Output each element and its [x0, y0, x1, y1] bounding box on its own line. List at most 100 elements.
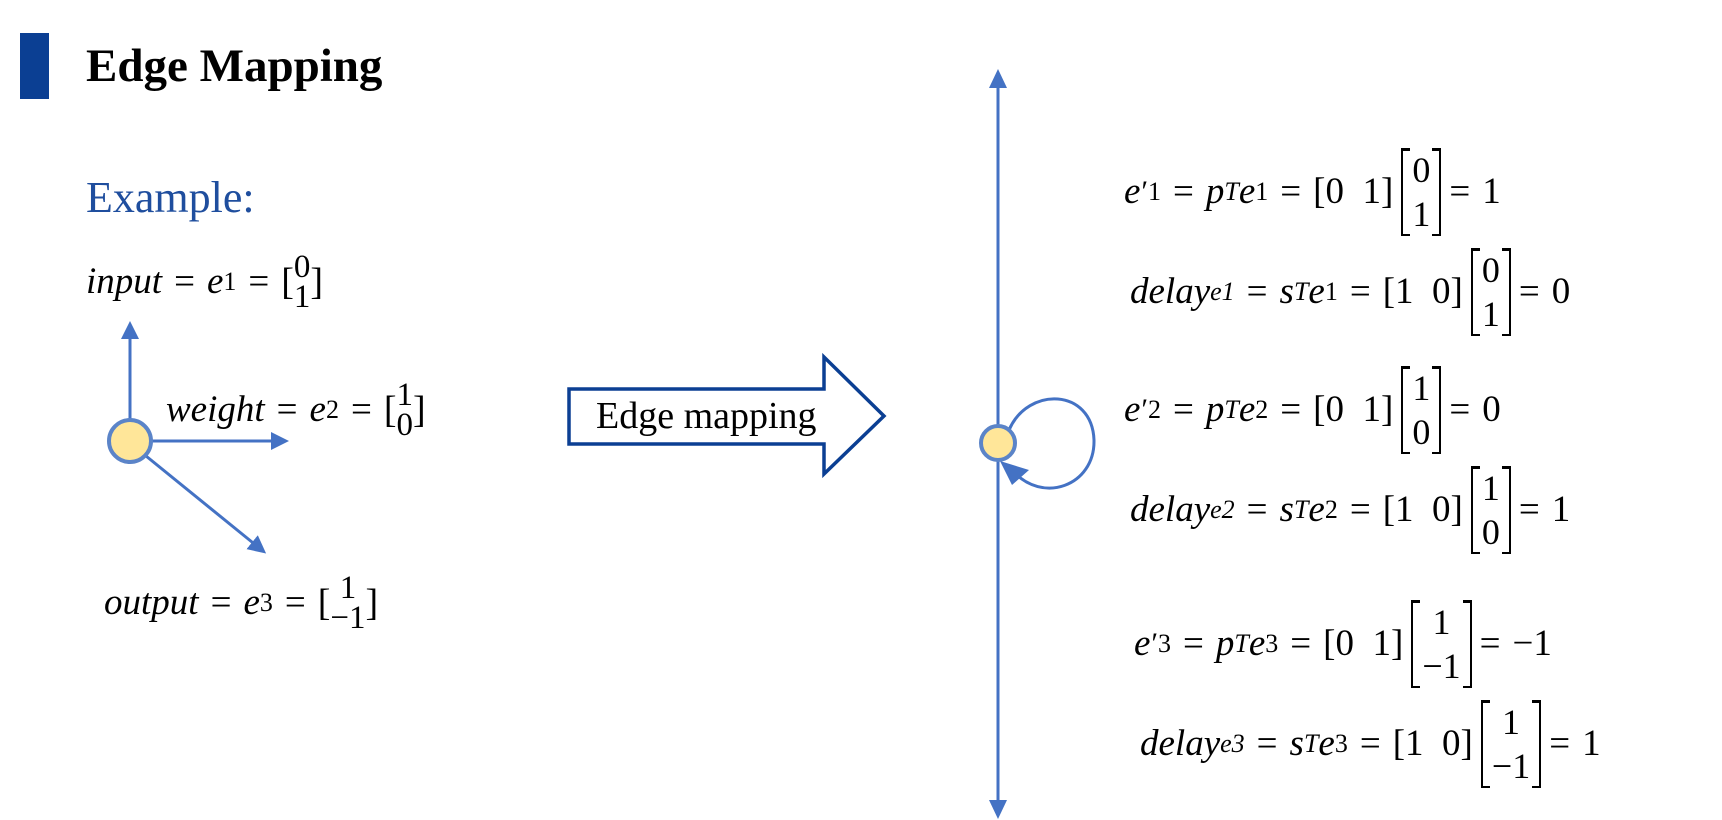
transpose-mark: T	[1293, 277, 1309, 306]
lhs-symbol: delay	[1130, 271, 1211, 312]
prime-mark: ′	[1151, 627, 1158, 660]
weight-name: weight	[166, 389, 265, 430]
row-vector: [1 0]	[1392, 723, 1473, 764]
edge-var: e	[1318, 723, 1335, 764]
result-value: 1	[1551, 489, 1571, 530]
equals-sign: =	[1549, 723, 1571, 764]
vector-entry: 0	[1412, 150, 1431, 190]
edge-subscript: 3	[1334, 729, 1348, 758]
edge-var: e	[206, 261, 224, 302]
lhs-subscript: 1	[1148, 177, 1161, 206]
equals-sign: =	[1449, 389, 1471, 430]
edge-subscript: 1	[1324, 277, 1338, 306]
result-value: 1	[1482, 171, 1501, 212]
equals-sign: =	[248, 261, 270, 302]
vector-entry: 0	[396, 407, 414, 443]
edge-subscript: 3	[1265, 629, 1279, 658]
output-vector: [ 1−1 ]	[317, 570, 379, 636]
lhs-subscript: e3	[1220, 729, 1245, 758]
transpose-mark: T	[1224, 177, 1239, 206]
vector-label: s	[1279, 489, 1294, 530]
mapped-node	[979, 424, 1017, 462]
result-value: 0	[1551, 271, 1571, 312]
edge-sub: 2	[325, 395, 339, 424]
edge-var: e	[1308, 489, 1325, 530]
vector-entry: 1	[1412, 194, 1431, 234]
equals-sign: =	[1173, 389, 1194, 430]
input-name: input	[86, 261, 163, 302]
vector-label: p	[1205, 171, 1225, 212]
column-vector: 1−1	[1411, 600, 1472, 688]
equals-sign: =	[1449, 171, 1471, 212]
equals-sign: =	[284, 582, 306, 623]
edge-subscript: 1	[1255, 177, 1269, 206]
edge-var: e	[309, 389, 326, 430]
vector-entry: −1	[1491, 746, 1531, 786]
vector-label: s	[1279, 271, 1294, 312]
equals-sign: =	[1173, 171, 1194, 212]
lhs-symbol: e	[1124, 389, 1141, 430]
equals-sign: =	[1256, 723, 1278, 764]
vector-entry: 0	[293, 249, 311, 285]
axis-up-arrowhead	[989, 69, 1007, 88]
transpose-mark: T	[1234, 629, 1249, 658]
vector-entry: 1	[396, 377, 414, 413]
edge-sub: 3	[259, 588, 273, 617]
vector-entry: 0	[1412, 412, 1431, 452]
vector-entry: 0	[1481, 512, 1500, 552]
edge-subscript: 2	[1324, 495, 1338, 524]
row-vector: [0 1]	[1323, 623, 1404, 664]
output-edge	[145, 454, 267, 554]
source-node	[107, 418, 153, 464]
equals-sign: =	[1359, 723, 1381, 764]
lhs-subscript: 3	[1158, 629, 1171, 658]
vector-label: p	[1205, 389, 1225, 430]
equals-sign: =	[1280, 171, 1302, 212]
equals-sign: =	[1246, 489, 1268, 530]
axis-down-arrowhead	[989, 800, 1007, 819]
vector-entry: 1	[1502, 702, 1521, 742]
vector-entry: 0	[1481, 250, 1500, 290]
vector-label: p	[1215, 623, 1235, 664]
vector-entry: −1	[1422, 646, 1461, 686]
edge-subscript: 2	[1255, 395, 1269, 424]
lhs-subscript: e1	[1210, 277, 1235, 306]
result-value: −1	[1512, 623, 1552, 664]
vector-entry: 1	[339, 570, 357, 606]
title-accent-bar	[20, 33, 49, 99]
edge-var: e	[1308, 271, 1325, 312]
edge-var: e	[243, 582, 260, 623]
prime-mark: ′	[1141, 393, 1148, 426]
lhs-subscript: 2	[1148, 395, 1161, 424]
vector-entry: 1	[1432, 602, 1451, 642]
row-vector: [1 0]	[1382, 489, 1463, 530]
equals-sign: =	[1518, 489, 1540, 530]
edge-var: e	[1238, 389, 1256, 430]
vector-label: s	[1289, 723, 1304, 764]
vector-entry: 1	[1412, 368, 1431, 408]
edge-mapping-arrow-label: Edge mapping	[596, 395, 817, 437]
lhs-subscript: e2	[1210, 495, 1235, 524]
edge-mapping-arrow	[567, 352, 887, 479]
equals-sign: =	[1349, 489, 1371, 530]
edge-sub: 1	[223, 267, 237, 296]
self-loop-arrowhead	[1000, 461, 1029, 485]
row-vector: [0 1]	[1313, 171, 1394, 212]
equals-sign: =	[1349, 271, 1371, 312]
equals-sign: =	[1518, 271, 1540, 312]
vector-entry: 1	[1481, 294, 1500, 334]
vector-entry: 1	[1481, 468, 1500, 508]
lhs-symbol: delay	[1140, 723, 1221, 764]
transpose-mark: T	[1224, 395, 1239, 424]
